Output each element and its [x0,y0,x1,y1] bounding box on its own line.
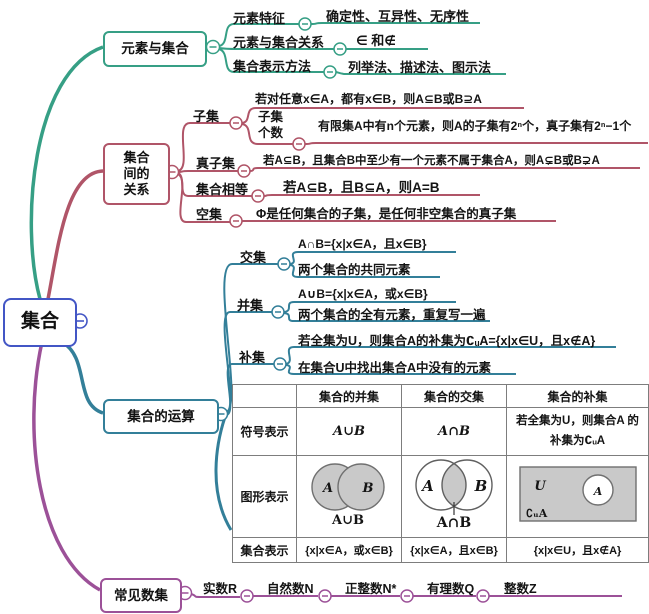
venn-complement-cell: U A ∁ᵤA [506,455,649,538]
node-numbersets-label: 常见数集 [114,587,168,603]
node-real-numbers[interactable]: 实数R [203,582,238,596]
venn-union-label-a: A [321,481,333,496]
venn-complement-label-u: U [534,479,546,494]
node-subset-count[interactable]: 子集 个数 [258,110,284,140]
node-set-equal-rule[interactable]: 若A⊆B，且B⊆A，则A=B [283,180,440,195]
venn-complement-label-a: A [592,485,602,498]
node-complement-formula[interactable]: 若全集为U，则集合A的补集为∁ᵤA={x|x∈U，且x∉A} [298,334,596,348]
trunk-relations [46,169,104,300]
set-intersection-cell: {x|x∈A，且x∈B} [401,537,507,563]
node-natural-numbers[interactable]: 自然数N [267,582,314,596]
venn-intersection-caption: A∩B [436,515,472,531]
node-element-relation-value[interactable]: ∈ 和∉ [356,33,396,48]
venn-intersection-diagram: A B A∩B [415,459,493,531]
node-relations-label: 集合 间的 关系 [123,149,150,198]
node-positive-integers[interactable]: 正整数N* [345,582,397,596]
node-operations[interactable]: 集合的运算 [103,399,219,434]
node-rational-numbers[interactable]: 有理数Q [427,582,475,596]
venn-universe-rect [518,466,637,522]
node-elements-label: 元素与集合 [121,41,189,57]
table-header-complement: 集合的补集 [506,384,649,408]
node-complement[interactable]: 补集 [239,350,266,365]
table-header-union: 集合的并集 [296,384,402,408]
venn-union-diagram: A B A∪B [311,463,385,528]
node-empty-set-rule[interactable]: Φ是任何集合的子集，是任何非空集合的真子集 [256,207,517,221]
symbol-union-cell: A∪B [296,407,402,456]
relations-wires [177,107,648,223]
venn-union-caption: A∪B [331,513,364,528]
trunk-operations [61,340,104,415]
root-node[interactable]: 集合 [3,298,77,347]
node-intersection[interactable]: 交集 [240,250,267,265]
venn-complement-circle-a [581,474,614,506]
venn-intersection-label-a: A [420,477,434,495]
symbol-intersection-cell: A∩B [401,407,507,456]
node-intersection-desc[interactable]: 两个集合的共同元素 [298,263,411,277]
node-union-desc[interactable]: 两个集合的全有元素，重复写一遍 [298,308,486,322]
trunk-elements [29,45,104,300]
venn-intersection-lens [442,460,466,510]
row-label-graph: 图形表示 [232,455,297,538]
venn-complement-caption: ∁ᵤA [526,507,548,520]
node-union-formula[interactable]: A∪B={x|x∈A，或x∈B} [298,287,428,301]
table-corner-cell [232,384,297,408]
venn-intersection-label-b: B [474,477,488,495]
node-relations[interactable]: 集合 间的 关系 [103,143,170,205]
venn-intersection-circle-a [415,459,467,511]
node-intersection-formula[interactable]: A∩B={x|x∈A，且x∈B} [298,237,427,251]
node-set-equal[interactable]: 集合相等 [196,182,249,197]
node-proper-subset[interactable]: 真子集 [196,156,236,171]
set-union-cell: {x|x∈A，或x∈B} [296,537,402,563]
node-notation-value[interactable]: 列举法、描述法、图示法 [348,60,492,75]
node-subset-count-rule[interactable]: 有限集A中有n个元素，则A的子集有2ⁿ个，真子集有2ⁿ−1个 [318,119,632,133]
operations-table: 集合的并集 集合的交集 集合的补集 符号表示 A∪B A∩B 若全集为U，则集合… [232,384,649,563]
node-complement-desc[interactable]: 在集合U中找出集合A中没有的元素 [298,361,492,375]
node-union[interactable]: 并集 [237,298,264,313]
venn-complement-diagram: U A ∁ᵤA [518,466,637,522]
node-element-relation[interactable]: 元素与集合关系 [233,35,325,50]
node-empty-set[interactable]: 空集 [196,207,223,222]
node-elements[interactable]: 元素与集合 [103,31,207,67]
row-label-set: 集合表示 [232,537,297,563]
venn-union-cell: A B A∪B [296,455,402,538]
set-complement-cell: {x|x∈U，且x∉A} [506,537,649,563]
collapse-buttons[interactable] [72,17,490,603]
trunk-numbersets [32,341,101,592]
row-label-symbol: 符号表示 [232,407,297,456]
elements-wires [218,22,506,75]
numbersets-wires [190,593,622,598]
node-subset[interactable]: 子集 [193,109,220,124]
node-notation[interactable]: 集合表示方法 [233,59,312,74]
venn-union-circle-b [337,463,385,511]
venn-intersection-circle-b [441,459,493,511]
collapse-operations[interactable] [213,257,291,422]
node-element-feature-value[interactable]: 确定性、互异性、无序性 [326,9,470,24]
node-operations-label: 集合的运算 [127,408,195,424]
node-integers[interactable]: 整数Z [504,582,537,596]
table-header-intersection: 集合的交集 [401,384,507,408]
node-numbersets[interactable]: 常见数集 [100,578,182,613]
symbol-complement-cell: 若全集为U，则集合A 的补集为∁ᵤA [506,407,649,456]
venn-intersection-cell: A B A∩B [401,455,507,538]
operations-wires [214,251,616,531]
node-proper-subset-rule[interactable]: 若A⊆B，且集合B中至少有一个元素不属于集合A，则A⊊B或B⊋A [263,155,600,167]
venn-union-label-b: B [362,481,374,496]
node-element-feature[interactable]: 元素特征 [233,11,286,26]
root-label: 集合 [20,311,59,333]
node-subset-rule[interactable]: 若对任意x∈A，都有x∈B，则A⊆B或B⊇A [255,92,482,106]
